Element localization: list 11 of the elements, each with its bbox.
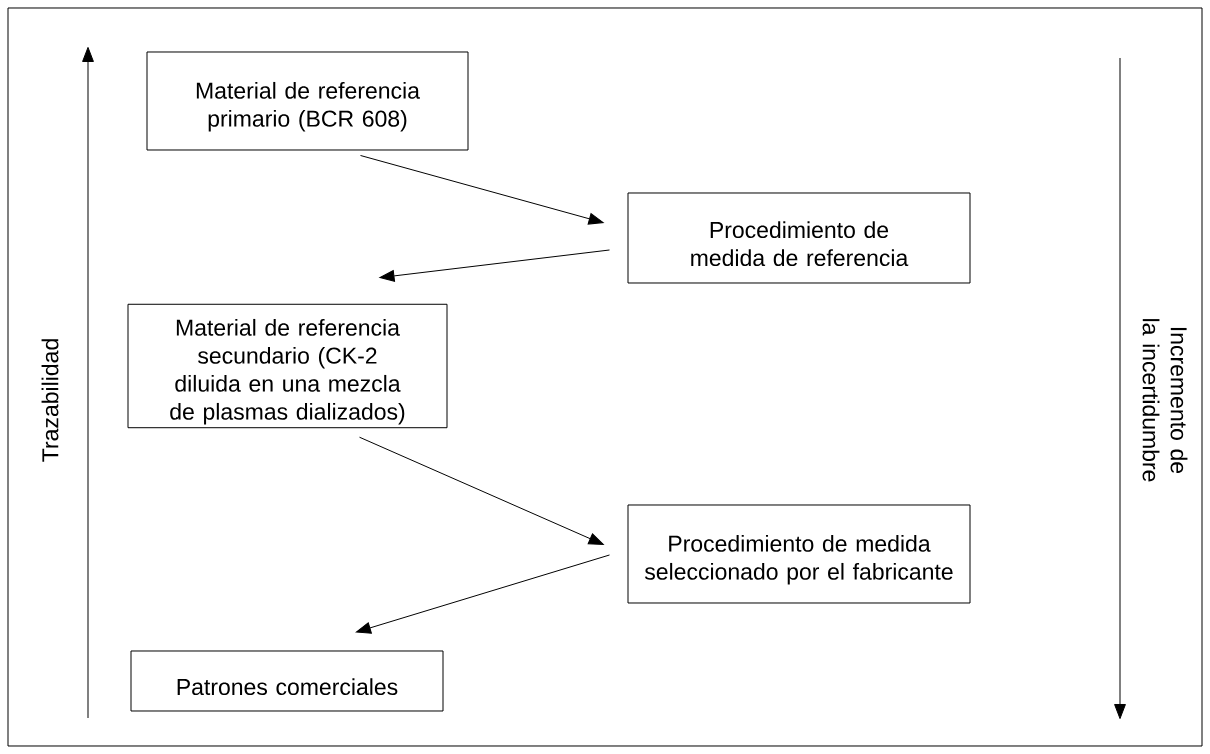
process-box: Patrones comerciales bbox=[130, 650, 444, 712]
arrow bbox=[360, 155, 604, 225]
arrow bbox=[379, 249, 610, 282]
arrow bbox=[355, 554, 610, 634]
arrow bbox=[359, 436, 604, 545]
process-box: Procedimiento de medida de referencia bbox=[627, 192, 971, 284]
process-box: Material de referencia primario (BCR 608) bbox=[146, 51, 469, 151]
axis-label: Trazabilidad bbox=[41, 339, 59, 462]
axis-label: Incremento de la incertidumbre bbox=[1142, 319, 1188, 482]
process-box: Material de referencia secundario (CK-2 diluida en una mezcla de plasmas dializados) bbox=[127, 303, 448, 429]
process-box: Procedimiento de medida seleccionado por el fabricante bbox=[627, 504, 971, 604]
